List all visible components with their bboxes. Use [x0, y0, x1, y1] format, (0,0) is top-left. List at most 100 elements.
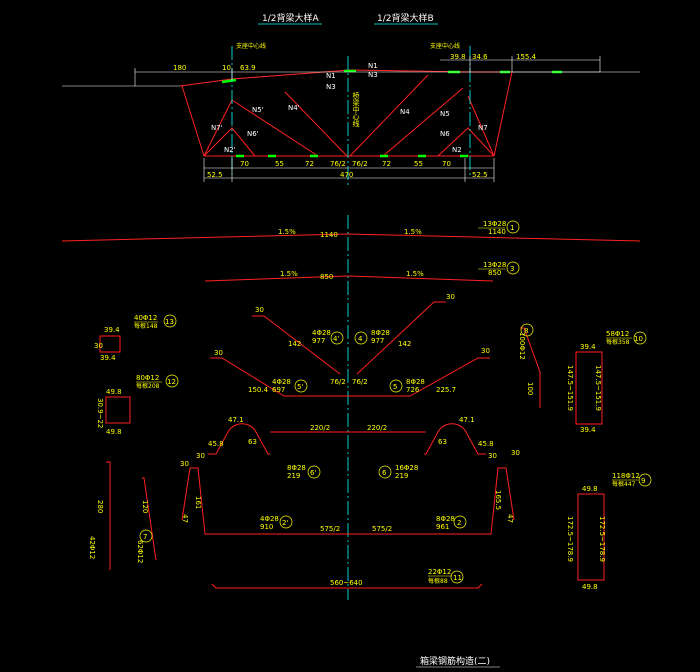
bar9-w: 49.8 [582, 485, 598, 493]
bar9-spec: 118Φ12 [612, 472, 640, 480]
bar3-id: 3 [510, 265, 514, 273]
label-n7p: N7' [211, 124, 223, 132]
bar1-slope-r: 1.5% [404, 228, 422, 236]
dim-b1-4: 76/2 [352, 160, 368, 168]
label-n4: N4 [400, 108, 410, 116]
bar3-spec: 13Φ28 [483, 261, 506, 269]
bar4-end-r: 30 [446, 293, 455, 301]
bar5-id-l: 5' [297, 383, 303, 391]
dim-b2-1: 470 [340, 171, 353, 179]
bar3-len-r: 850 [488, 269, 501, 277]
bar5-side-l: 150.4 [248, 386, 269, 394]
bar10-w2: 39.4 [580, 426, 596, 434]
dim-b2-2: 52.5 [472, 171, 488, 179]
dim-b1-5: 72 [382, 160, 391, 168]
bar-3: 1.5% 1.5% 850 13Φ28 850 3 [204, 261, 520, 282]
label-n3-r: N3 [368, 71, 378, 79]
bar7-id: 7 [143, 533, 147, 541]
bar11-sub: 每根88 [428, 577, 448, 585]
bar-8: 100Φ12 100 8 [518, 323, 541, 408]
bar7-spec: 62Φ12 [136, 540, 144, 563]
dim-b1-2: 72 [305, 160, 314, 168]
bar13-h: 30 [94, 342, 103, 350]
dim-top-3: 39.8 [450, 53, 466, 61]
bar5-len-r: 726 [406, 386, 420, 394]
bar2-side-r: 165.5 [494, 490, 502, 510]
bar8-spec: 100Φ12 [518, 332, 526, 360]
label-n4p: N4' [288, 104, 300, 112]
bar6-len-l: 219 [287, 472, 300, 480]
bar13-id: 13 [165, 318, 174, 326]
bar2-hook-r: 47 [506, 514, 514, 523]
title-half-a: 1/2背梁大样A [262, 12, 319, 24]
dim-top-4: 34.6 [472, 53, 488, 61]
label-n6p: N6' [247, 130, 259, 138]
dim-top-5: 155.4 [516, 53, 537, 61]
bar4-id-l: 4' [333, 335, 339, 343]
bar2-end-l: 30 [180, 460, 189, 468]
bar5-mid-r: 76/2 [352, 378, 368, 386]
bar6-id-l: 6' [310, 469, 316, 477]
bar2-end-r: 30 [511, 449, 520, 457]
centerline-left-label: 支座中心线 [236, 42, 266, 50]
bar7-small: 42Φ12 [88, 536, 96, 559]
bar10-h-r: 147.5~151.9 [594, 365, 602, 411]
label-n3-l: N3 [326, 83, 336, 91]
bar-10: 39.4 147.5~151.9 147.5~151.9 39.4 58Φ12 … [566, 330, 647, 434]
bar4-end-l: 30 [255, 306, 264, 314]
bar-4: 30 30 142 142 4Φ28 977 4' 4 8Φ28 977 [252, 293, 455, 375]
bar6-r-l: 47.1 [228, 416, 244, 424]
bar2-len-l: 910 [260, 523, 273, 531]
bar2-id-r: 2 [457, 519, 461, 527]
bar6-end-l: 30 [196, 452, 205, 460]
label-n5p: N5' [252, 106, 264, 114]
bar-13: 39.4 30 39.4 40Φ12 每根148 13 [94, 314, 177, 362]
bar13-w: 39.4 [104, 326, 120, 334]
bar13-sub: 每根148 [134, 322, 158, 330]
bar2-id-l: 2' [282, 519, 288, 527]
bar9-h: 172.5~178.9 [566, 516, 574, 562]
dim-top-1: 10 [222, 64, 231, 72]
bar5-end-r: 30 [481, 347, 490, 355]
bar3-len: 850 [320, 273, 333, 281]
bar4-len-r: 977 [371, 337, 384, 345]
bar-12: 49.8 30.9~22 49.8 80Φ12 每根208 12 [96, 374, 179, 436]
bar1-len-r: 1140 [488, 228, 506, 236]
bar2-spec-l: 4Φ28 [260, 515, 279, 523]
dim-b1-3: 76/2 [330, 160, 346, 168]
bar7-len: 120 [141, 500, 149, 513]
dim-top-2: 63.9 [240, 64, 256, 72]
bar2-hook-l: 47 [181, 514, 189, 523]
dim-top-0: 180 [173, 64, 186, 72]
label-n1-l: N1 [326, 72, 336, 80]
bar9-h-r: 172.5~178.9 [598, 516, 606, 562]
bar3-slope-l: 1.5% [280, 270, 298, 278]
bar4-side-r: 142 [398, 340, 411, 348]
bar6-a-l: 63 [248, 438, 257, 446]
bar10-sub: 每根358 [606, 338, 630, 346]
bar12-h: 30.9~22 [96, 398, 104, 428]
dim-b2-0: 52.5 [207, 171, 223, 179]
bar13-spec: 40Φ12 [134, 314, 157, 322]
bar2-len-r: 961 [436, 523, 449, 531]
bar4-len-l: 977 [312, 337, 325, 345]
bar6-spec-l: 8Φ28 [287, 464, 306, 472]
bar-7: 280 120 42Φ12 62Φ12 7 [88, 461, 157, 570]
bar4-id-r: 4 [358, 335, 363, 343]
bar2-mid-r: 575/2 [372, 525, 392, 533]
bar5-spec-l: 4Φ28 [272, 378, 291, 386]
bar9-w2: 49.8 [582, 583, 598, 591]
bar5-side-r: 225.7 [436, 386, 456, 394]
bar-5: 30 30 150.4 225.7 4Φ28 697 5' 76/2 76/2 … [210, 347, 490, 397]
bar1-len: 1140 [320, 231, 338, 239]
bar6-end-r: 30 [488, 452, 497, 460]
bar9-id: 9 [641, 477, 645, 485]
label-n5: N5 [440, 110, 450, 118]
bar5-end-l: 30 [214, 349, 223, 357]
bar1-spec: 13Φ28 [483, 220, 506, 228]
bar11-len: 560~640 [330, 579, 363, 587]
label-n7: N7 [478, 124, 488, 132]
bar12-spec: 80Φ12 [136, 374, 159, 382]
bar-9: 49.8 172.5~178.9 172.5~178.9 49.8 118Φ12… [566, 472, 652, 591]
